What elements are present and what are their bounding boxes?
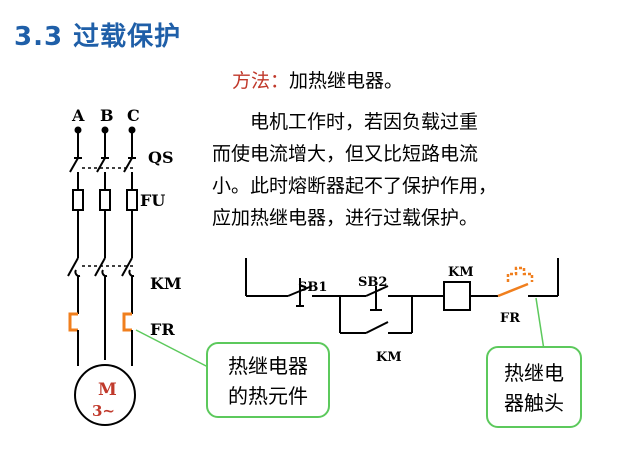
callout-pointer	[135, 329, 211, 369]
fr-relay-contact	[497, 266, 534, 298]
callout-line: 器触头	[504, 391, 564, 415]
method-text: 加热继电器。	[289, 70, 404, 92]
method-label: 方法：	[232, 70, 290, 92]
km-hold-label: KM	[376, 350, 402, 365]
fr-heating-elements	[68, 312, 132, 332]
description-line: 电机工作时，若因负载过重	[250, 111, 479, 133]
description-paragraph: 电机工作时，若因负载过重 而使电流增大，但又比短路电流 小。此时熔断器起不了保护…	[212, 106, 622, 234]
main-circuit: A B C QS	[67, 106, 211, 426]
description-line: 而使电流增大，但又比短路电流	[212, 143, 479, 165]
fr-contact-label: FR	[500, 311, 520, 326]
fr-label: FR	[150, 320, 175, 339]
slide-title: 3.3 过载保护	[14, 22, 182, 52]
phase-label-c: C	[127, 106, 140, 125]
km-hold-contact	[340, 296, 413, 334]
sb2-start-button	[340, 285, 389, 311]
sb1-stop-button	[287, 278, 313, 307]
qs-label: QS	[148, 148, 174, 167]
callout-line: 热继电	[504, 361, 564, 385]
motor-phase-label: 3~	[92, 402, 115, 420]
control-circuit: SB1 SB2 KM KM	[245, 258, 559, 365]
callout-heating-element: 热继电器 的热元件	[206, 342, 330, 418]
qs-switch	[69, 157, 136, 173]
motor	[74, 364, 136, 426]
fu-label: FU	[140, 191, 165, 210]
callout-pointer	[535, 297, 545, 351]
callout-relay-contact: 热继电 器触头	[486, 346, 582, 428]
sb1-label: SB1	[298, 280, 327, 295]
km-coil	[443, 281, 471, 311]
callout-line: 热继电器	[228, 354, 308, 378]
sb2-label: SB2	[358, 275, 387, 290]
method-line: 方法：加热继电器。	[232, 66, 403, 93]
phase-label-a: A	[71, 106, 85, 125]
phase-label-b: B	[100, 106, 114, 125]
motor-label: M	[98, 380, 117, 400]
callout-line: 的热元件	[228, 384, 308, 408]
km-label: KM	[150, 274, 182, 293]
km-coil-label: KM	[448, 265, 474, 280]
description-line: 小。此时熔断器起不了保护作用，	[212, 175, 498, 197]
description-line: 应加热继电器，进行过载保护。	[212, 207, 479, 229]
km-main-contacts	[67, 257, 136, 278]
fu-fuses	[72, 189, 138, 211]
